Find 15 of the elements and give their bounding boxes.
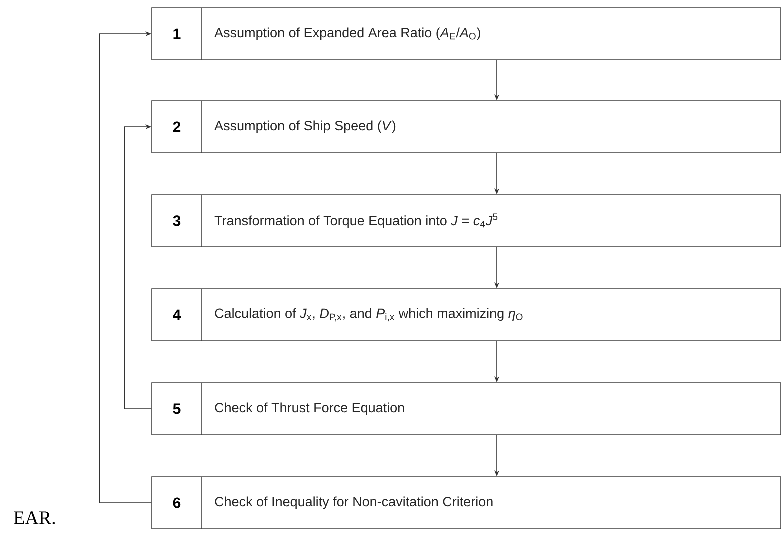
step-number: 4 (173, 310, 182, 320)
step-text: Check of Thrust Force Equation (215, 402, 404, 416)
arrow (124, 124, 152, 410)
note-text: EAR. (14, 512, 56, 524)
step-number: 2 (173, 122, 181, 132)
step-number: 3 (173, 216, 181, 226)
step-number: 6 (173, 498, 181, 508)
step-text: Assumption of Expanded Area Ratio (A$_{E}$/A$_{O}$) (214, 28, 480, 40)
step-text: Calculation of J$_{x}$, D$_{P,x}$, and P$_{i,x}$ which maximizing η$_{O}$ (215, 308, 523, 322)
step-number: 5 (173, 404, 181, 414)
step-text: Check of Inequality for Non-cavitation Criterion (215, 496, 493, 510)
step-text: Assumption of Ship Speed (V) (214, 120, 396, 134)
arrow (99, 31, 152, 504)
step-number: 1 (174, 28, 181, 40)
step-text: Transformation of Torque Equation into J = c$_{4}$J$^{5}$ (214, 214, 498, 228)
